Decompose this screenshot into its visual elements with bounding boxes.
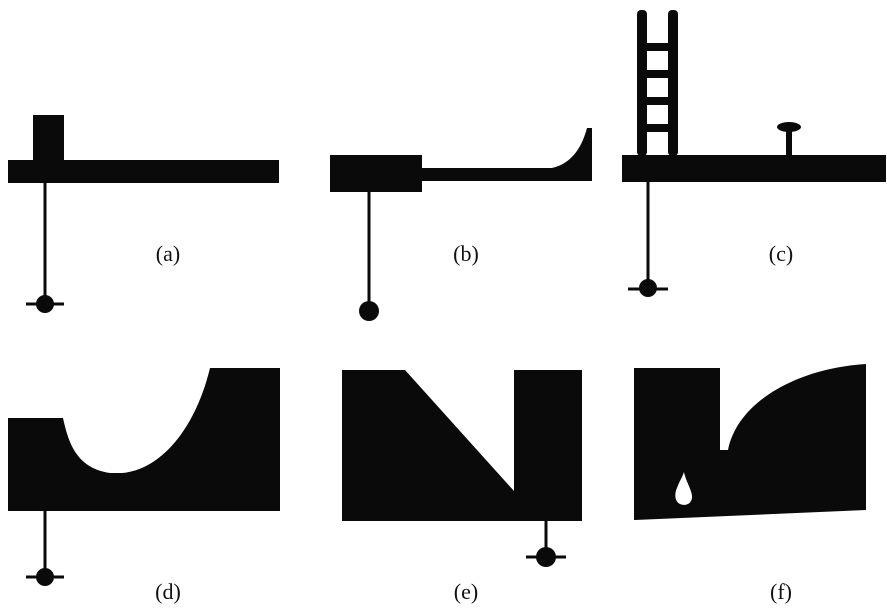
panel-b-label: (b) <box>453 241 479 266</box>
panel-a-label: (a) <box>156 241 180 266</box>
panel-e-notched-block <box>342 370 582 521</box>
panel-c-post-cap <box>777 122 801 132</box>
panel-c: (c) <box>622 10 886 297</box>
panel-c-ladder-rung <box>646 70 669 78</box>
panel-e: (e) <box>342 370 582 604</box>
panel-c-ladder-rung <box>646 43 669 51</box>
panel-a-block <box>33 115 64 161</box>
panel-d: (d) <box>8 368 280 604</box>
panel-b-block <box>330 155 422 192</box>
panel-b: (b) <box>330 128 592 321</box>
panel-d-label: (d) <box>155 579 181 604</box>
panel-c-label: (c) <box>769 241 793 266</box>
panel-c-base <box>622 155 886 182</box>
panel-f-block <box>634 364 866 520</box>
panel-a: (a) <box>8 115 279 313</box>
panel-a-beam <box>8 160 279 183</box>
panel-f: (f) <box>634 364 866 604</box>
panel-c-post <box>786 128 792 156</box>
panel-f-label: (f) <box>770 579 792 604</box>
panel-c-ladder-rung <box>646 124 669 132</box>
panel-e-label: (e) <box>454 579 478 604</box>
panel-f-droplet <box>675 472 693 505</box>
panel-c-ladder-rung <box>646 97 669 105</box>
panel-c-ladder-rail-left <box>637 10 647 156</box>
panel-c-ladder-rail-right <box>668 10 678 156</box>
panel-d-valley-block <box>8 368 280 511</box>
panel-b-ramp <box>420 128 592 181</box>
panel-b-bob <box>359 301 379 321</box>
